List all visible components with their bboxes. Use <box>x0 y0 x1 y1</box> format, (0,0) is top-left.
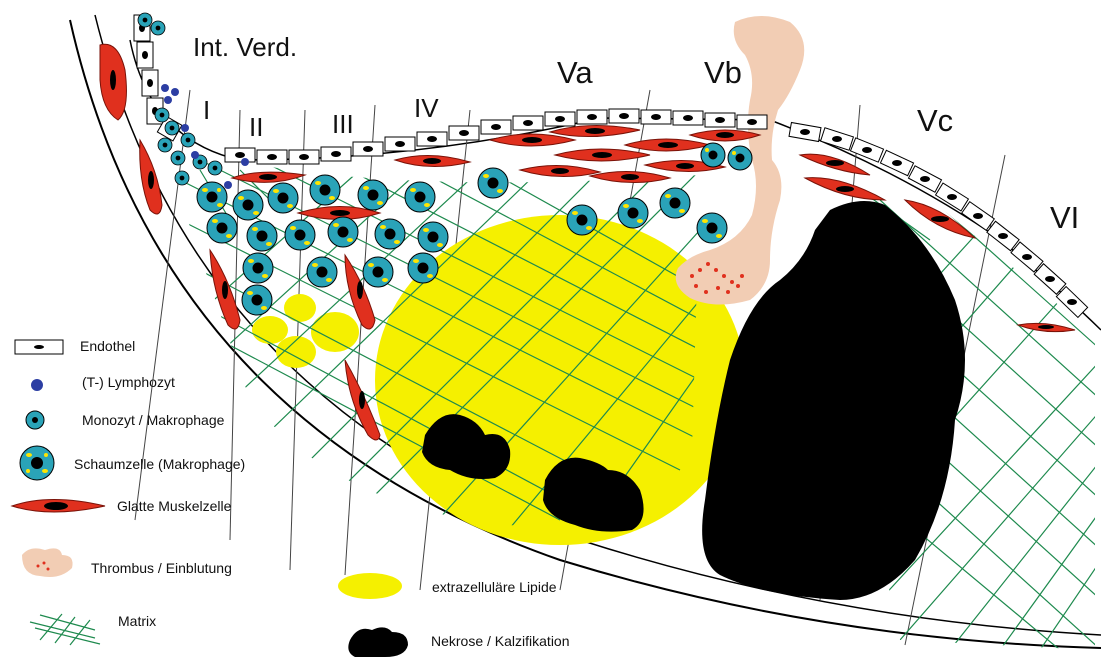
muscle-cell <box>395 155 470 166</box>
foam-cell <box>701 143 725 167</box>
lipid-droplet <box>252 316 288 344</box>
legend-label-thrombus: Thrombus / Einblutung <box>91 561 232 575</box>
legend-foam-cell-symbol <box>20 446 54 480</box>
muscle-cell <box>140 140 162 214</box>
foam-cell <box>660 188 690 218</box>
legend-matrix-symbol <box>30 614 100 645</box>
muscle-cell <box>800 154 870 175</box>
foam-cell <box>328 217 358 247</box>
foam-cell <box>285 220 315 250</box>
legend-label-matrix: Matrix <box>118 614 156 628</box>
foam-cell <box>243 253 273 283</box>
foam-cell <box>358 180 388 210</box>
muscle-cell <box>805 178 885 200</box>
muscle-cell <box>1018 323 1075 331</box>
stage-label-i: I <box>203 97 210 123</box>
lymphocyte <box>161 84 169 92</box>
foam-cell <box>418 222 448 252</box>
stage-label-va: Va <box>557 57 593 88</box>
foam-cell <box>247 221 277 251</box>
legend-label-endothel: Endothel <box>80 339 135 353</box>
stage-label-vc: Vc <box>917 105 953 136</box>
lymphocyte <box>181 124 189 132</box>
stage-label-iv: IV <box>414 95 439 121</box>
monocyte <box>165 121 179 135</box>
foam-cell <box>207 213 237 243</box>
legend-endothel-symbol <box>15 340 63 354</box>
legend-label-lymphozyt: (T-) Lymphozyt <box>82 375 175 389</box>
legend-lymphocyte-symbol <box>31 379 43 391</box>
foam-cell <box>375 219 405 249</box>
legend-label-nekrose: Nekrose / Kalzifikation <box>431 634 570 648</box>
legend-monocyte-symbol <box>26 411 44 429</box>
legend-lipid-symbol <box>338 573 402 599</box>
monocyte <box>171 151 185 165</box>
muscle-cell <box>100 44 126 120</box>
muscle-cell <box>520 165 600 176</box>
foam-cell <box>478 168 508 198</box>
legend-label-schaumzelle: Schaumzelle (Makrophage) <box>74 457 245 471</box>
muscle-cell <box>590 171 670 182</box>
foam-cell <box>310 175 340 205</box>
foam-cell <box>618 198 648 228</box>
foam-cell <box>242 285 272 315</box>
monocyte <box>158 138 172 152</box>
foam-cell <box>363 257 393 287</box>
monocyte <box>175 171 189 185</box>
muscle-cell <box>345 360 380 440</box>
stage-label-vi: VI <box>1050 202 1079 233</box>
muscle-cell <box>490 134 575 146</box>
legend-label-monozyt: Monozyt / Makrophage <box>82 413 224 427</box>
stage-label-ii: II <box>249 114 263 140</box>
legend-label-lipide: extrazelluläre Lipide <box>432 580 557 594</box>
monocyte <box>151 21 165 35</box>
foam-cell <box>728 146 752 170</box>
monocyte <box>208 161 222 175</box>
foam-cell <box>697 213 727 243</box>
legend-necrosis-symbol <box>348 627 408 657</box>
lymphocyte <box>241 158 249 166</box>
muscle-cell <box>625 139 710 151</box>
foam-cell <box>408 253 438 283</box>
foam-cell <box>233 190 263 220</box>
foam-cell <box>405 182 435 212</box>
lymphocyte <box>164 96 172 104</box>
lipid-droplet <box>284 294 316 322</box>
muscle-cell <box>555 149 650 161</box>
monocyte <box>181 133 195 147</box>
monocyte <box>138 13 152 27</box>
foam-cell <box>567 205 597 235</box>
legend-muscle-symbol <box>12 500 105 513</box>
legend-thrombus-symbol <box>22 548 73 577</box>
foam-cell <box>268 183 298 213</box>
lymphocyte <box>171 88 179 96</box>
muscle-cell <box>550 125 640 136</box>
legend-label-muskelzelle: Glatte Muskelzelle <box>117 499 231 513</box>
stage-label-int-verd: Int. Verd. <box>193 34 297 60</box>
foam-cell <box>197 182 227 212</box>
stage-label-iii: III <box>332 111 354 137</box>
foam-cell <box>307 257 337 287</box>
stage-label-vb: Vb <box>704 57 742 88</box>
lymphocyte <box>224 181 232 189</box>
monocyte <box>155 108 169 122</box>
lymphocyte <box>191 151 199 159</box>
